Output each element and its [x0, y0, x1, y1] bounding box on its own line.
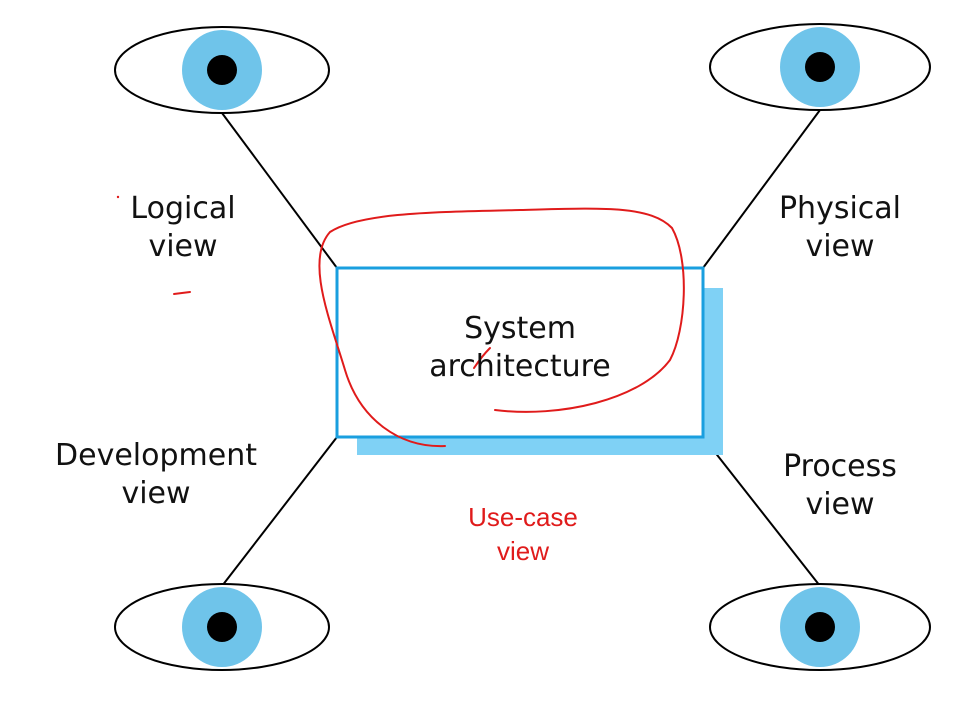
physical-view-line1: Physical — [778, 191, 902, 226]
connector-process — [702, 436, 821, 587]
eye-icon — [114, 26, 330, 114]
development-view-line2: view — [121, 476, 191, 511]
process-view-label: Process view — [765, 448, 915, 524]
logical-view-label: Logical view — [108, 190, 258, 266]
system-label-line1: System — [464, 311, 576, 346]
physical-view-label: Physical view — [765, 190, 915, 266]
eye-icon — [709, 583, 931, 671]
development-view-line1: Development — [55, 438, 257, 473]
physical-view-line2: view — [805, 229, 875, 264]
connector-physical — [702, 109, 821, 269]
logical-view-line1: Logical — [130, 191, 236, 226]
system-architecture-label: System architecture — [420, 310, 620, 386]
red-annotation-tick — [473, 347, 491, 369]
red-annotation-dash — [173, 291, 191, 295]
use-case-view-label: Use-case view — [448, 500, 598, 568]
use-case-view-line2: view — [496, 536, 549, 566]
system-label-line2: architecture — [429, 349, 611, 384]
process-view-line2: view — [805, 487, 875, 522]
system-architecture-box — [335, 266, 705, 439]
eye-icon — [114, 583, 330, 671]
logical-view-line2: view — [148, 229, 218, 264]
red-annotation-dot — [116, 195, 120, 199]
use-case-view-line1: Use-case — [468, 502, 578, 532]
eye-icon — [709, 23, 931, 111]
development-view-label: Development view — [50, 437, 262, 513]
process-view-line1: Process — [783, 449, 897, 484]
connector-logical — [221, 112, 338, 269]
connector-development — [221, 436, 338, 587]
red-annotation-loop — [318, 207, 685, 448]
